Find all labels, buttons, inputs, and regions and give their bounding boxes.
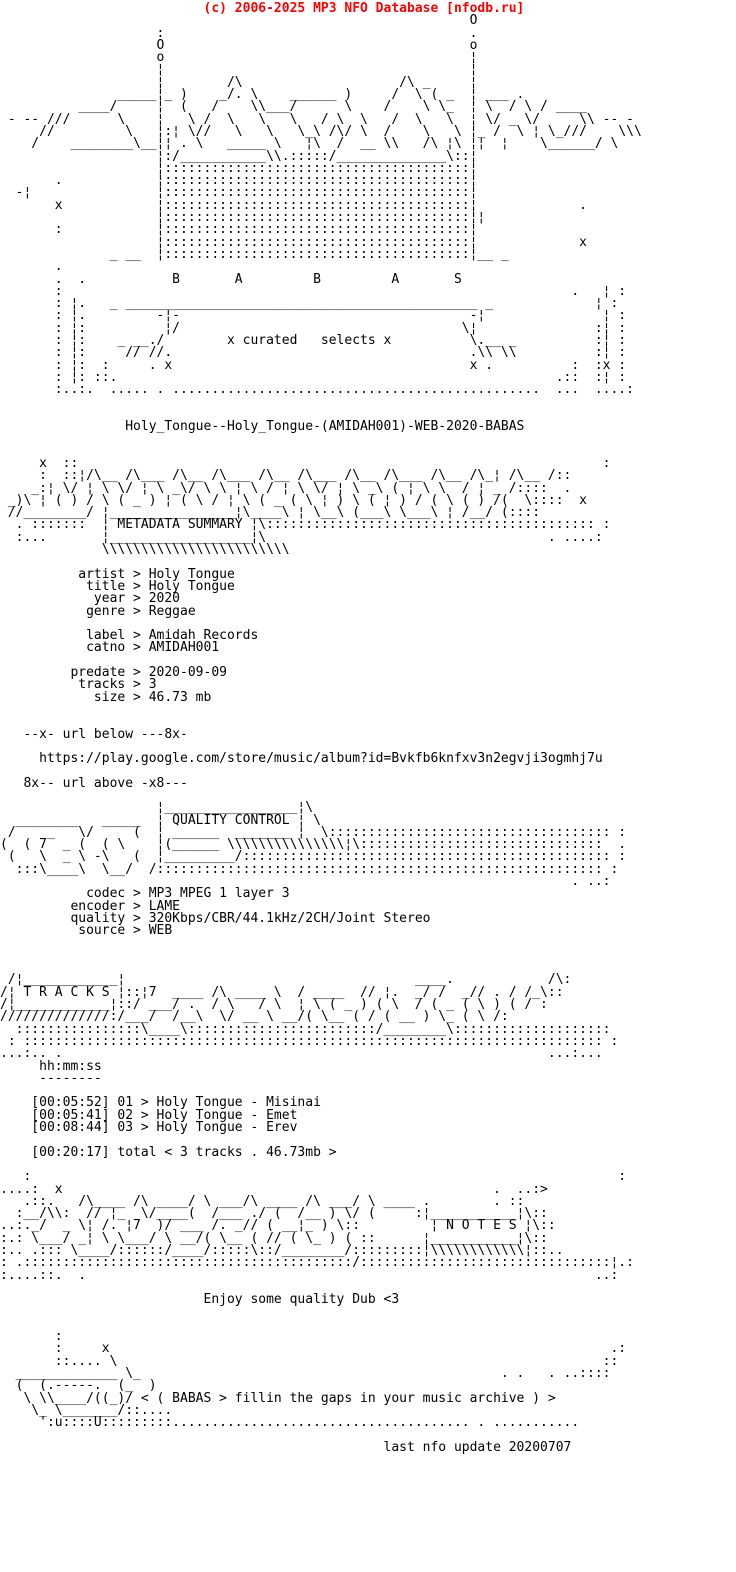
metadata-fields: artist > Holy Tongue title > Holy Tongue… [70, 566, 259, 705]
quality-fields: codec > MP3 MPEG 1 layer 3 encoder > LAM… [70, 886, 431, 939]
babas-logo-art: O : . O o o ¦ [7, 13, 642, 398]
notes-message: Enjoy some quality Dub <3 [203, 1292, 400, 1308]
quality-control-art: ¦_________________¦\ ________ _____ ¦ QU… [0, 800, 627, 890]
track-list: hh:mm:ss -------- [00:05:52] 01 > Holy T… [31, 1058, 337, 1160]
tracks-art: /¦____________¦ ____. /\: /¦ T R A C K S… [0, 972, 619, 1062]
footer-art: : : x .: ::.... \ :: _____________ \_ [15, 1329, 627, 1431]
release-name: Holy_Tongue--Holy_Tongue-(AMIDAH001)-WEB… [0, 419, 525, 435]
notes-art: : : ....: x . ..:> .::. /\____ /\ ____/ … [0, 1169, 634, 1283]
url-section: --x- url below ---8x- https://play.googl… [23, 726, 603, 791]
nfo-update-line: last nfo update 20200707 [383, 1439, 572, 1455]
nfo-copyright-header: (c) 2006-2025 MP3 NFO Database [nfodb.ru… [0, 1, 525, 16]
metadata-summary-art: x :: : : ::¦/\__ /\___ /\__ /\___ /\__ /… [7, 455, 611, 558]
